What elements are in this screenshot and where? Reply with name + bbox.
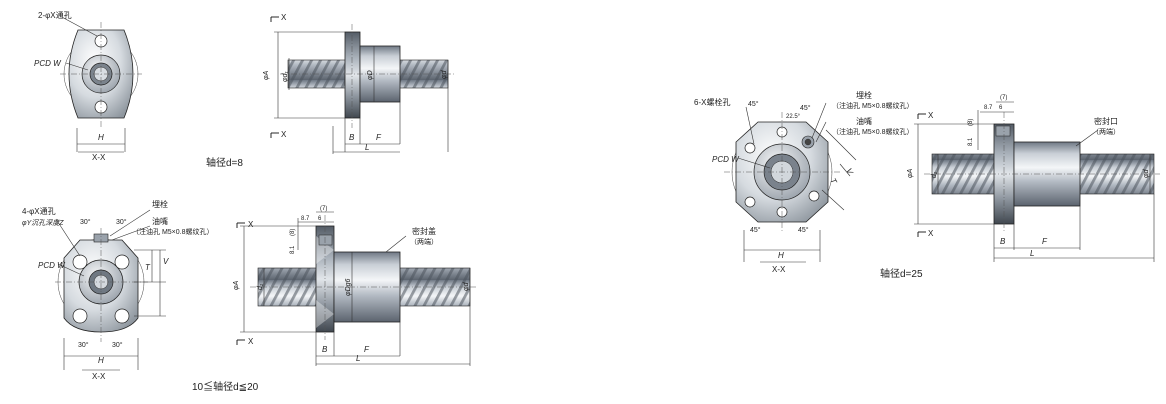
- fig2-dim-6: 6: [318, 216, 322, 222]
- fig3-dim-7: (7): [1000, 95, 1007, 101]
- fig3-l-label: L: [1030, 249, 1034, 258]
- fig3-t-label: T: [828, 177, 839, 187]
- fig3-side-view: [914, 101, 1160, 262]
- fig3-phi-d: φd: [1143, 168, 1150, 178]
- fig3-x-top: X: [928, 111, 934, 120]
- fig3-pcd-label: PCD W: [712, 155, 740, 164]
- fig3-dim-6: 6: [999, 105, 1003, 111]
- fig3-phi-a: φA: [907, 168, 914, 178]
- fig1-phi-d1: φd₁: [282, 71, 289, 82]
- fig3-bolt-note: （注油孔 M5×0.8螺纹孔）: [832, 101, 914, 110]
- fig2-pcd-label: PCD W: [38, 261, 66, 270]
- fig1-phi-d-upper: φD: [367, 70, 374, 80]
- fig1-x-bottom: X: [281, 130, 287, 139]
- fig2-side-view: [236, 211, 478, 366]
- fig3-caption: 轴径d=25: [880, 267, 923, 280]
- fig3-angle-bl: 45°: [750, 226, 761, 234]
- fig2-nozzle-label: 油嘴: [152, 216, 168, 226]
- fig3-angle-l: 45°: [748, 100, 759, 108]
- fig3-angle-r: 45°: [800, 104, 811, 112]
- fig3-dim-q8: (8): [968, 119, 974, 126]
- fig2-dim-q8: (8): [290, 229, 296, 236]
- fig3-dim-8-7: 8.7: [984, 105, 993, 111]
- fig2-dim-7: (7): [320, 206, 327, 212]
- fig2-hole-label: 4-φX通孔: [22, 206, 56, 216]
- fig3-phi-d1: d₁: [931, 171, 938, 178]
- fig1-side-view: [270, 16, 456, 154]
- fig3-seal-label: 密封口: [1094, 116, 1118, 126]
- fig3-hole-label: 6-X螺栓孔: [694, 97, 730, 107]
- fig2-counterbore: φY沉孔深度Z: [22, 219, 64, 227]
- fig3-h-label: H: [778, 251, 784, 260]
- fig2-phi-d: φd: [463, 281, 470, 291]
- fig1-phi-a: φA: [263, 70, 270, 80]
- fig2-phi-d1: d₁: [257, 283, 264, 290]
- fig1-view-label: X-X: [92, 153, 106, 162]
- fig3-x-bottom: X: [928, 229, 934, 238]
- fig1-front-view: [59, 15, 142, 153]
- fig1-l-label: L: [365, 143, 369, 152]
- fig3-seal-sub: （两端）: [1092, 127, 1120, 136]
- fig2-l-label: L: [356, 354, 360, 363]
- fig2-b-label: B: [322, 345, 328, 354]
- fig3-angle-22-5: 22.5°: [786, 114, 801, 120]
- fig3-v-label: V: [844, 167, 855, 177]
- fig1-pcd-label: PCD W: [34, 59, 62, 68]
- fig2-angle-tl: 30°: [80, 218, 91, 226]
- fig2-view-label: X-X: [92, 372, 106, 381]
- fig1-x-top: X: [281, 13, 287, 22]
- fig1-b-label: B: [349, 133, 355, 142]
- fig2-angle-bl: 30°: [78, 341, 89, 349]
- fig2-x-top: X: [248, 220, 254, 229]
- fig2-h-label: H: [98, 356, 104, 365]
- fig1-caption: 轴径d=8: [206, 156, 243, 169]
- fig2-bolt-label: 埋栓: [152, 199, 168, 209]
- fig2-f-label: F: [364, 345, 370, 354]
- fig3-view-label: X-X: [772, 265, 786, 274]
- fig2-caption: 10≦轴径d≦20: [192, 380, 259, 393]
- fig1-phi-d-lower: φd: [441, 69, 448, 79]
- fig3-bolt-label: 埋栓: [856, 90, 872, 100]
- fig3-nozzle-note: （注油孔 M5×0.8螺纹孔）: [832, 127, 914, 136]
- fig1-hole-label: 2-φX通孔: [38, 10, 72, 20]
- fig2-v-label: V: [163, 257, 169, 266]
- fig2-x-bottom: X: [248, 337, 254, 346]
- fig2-angle-br: 30°: [112, 341, 123, 349]
- fig3-angle-br: 45°: [798, 226, 809, 234]
- fig1-f-label: F: [376, 133, 382, 142]
- fig3-nozzle-label: 油嘴: [856, 116, 872, 126]
- fig3-front-view: [724, 102, 857, 263]
- fig1-h-label: H: [98, 133, 104, 142]
- fig2-angle-tr: 30°: [116, 218, 127, 226]
- fig3-f-label: F: [1042, 237, 1048, 246]
- fig2-t-label: T: [145, 263, 151, 272]
- fig2-dim-8-1: 8.1: [290, 245, 296, 254]
- fig2-seal-sub: （两端）: [410, 237, 438, 246]
- fig2-phi-dg6: φDg6: [345, 278, 352, 296]
- fig2-phi-a: φA: [233, 280, 240, 290]
- fig2-front-view: [55, 209, 166, 371]
- fig3-b-label: B: [1000, 237, 1006, 246]
- fig2-seal-label: 密封盖: [412, 226, 436, 236]
- fig2-dim-8-7: 8.7: [301, 216, 310, 222]
- fig2-nozzle-note: （注油孔 M5×0.8螺纹孔）: [132, 227, 214, 236]
- fig3-dim-8-1: 8.1: [968, 137, 974, 146]
